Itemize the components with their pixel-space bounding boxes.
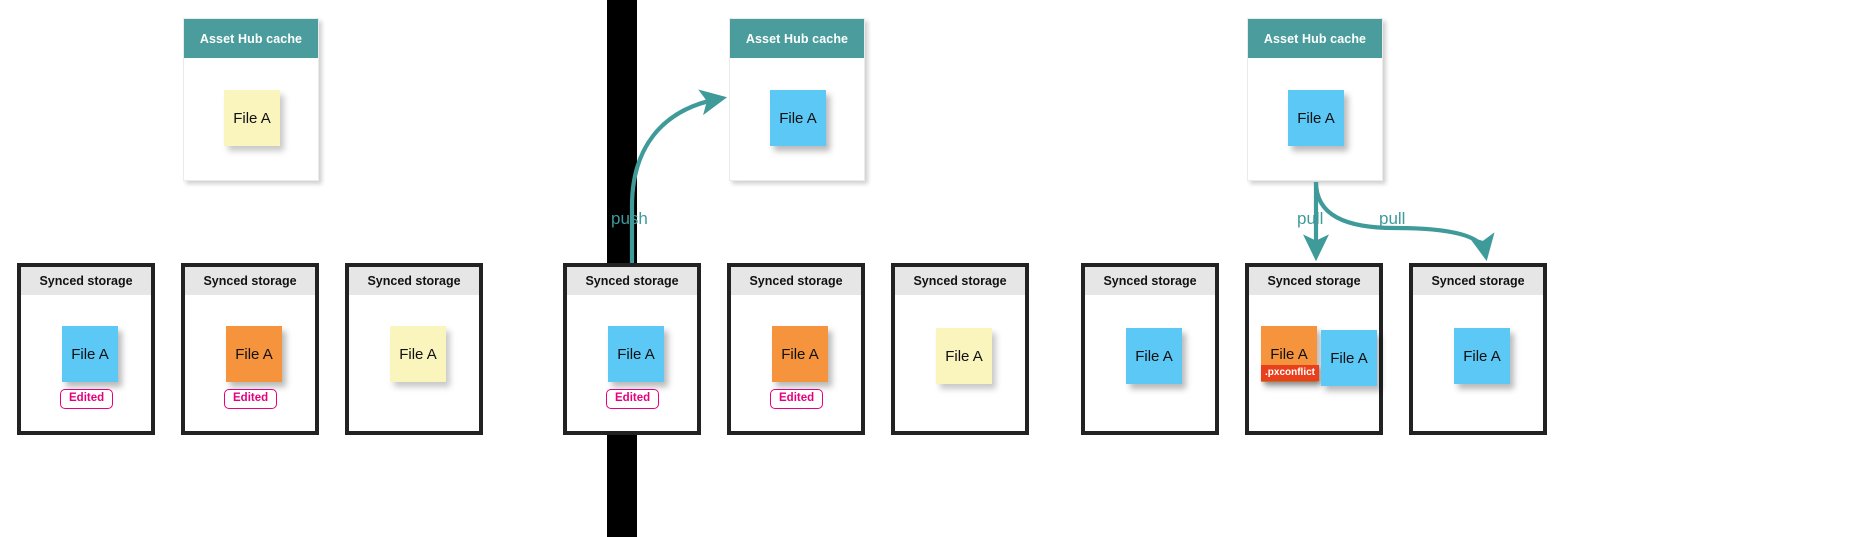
synced-storage-box-7: Synced storage File A — [1081, 263, 1219, 435]
status-badge-edited: Edited — [770, 389, 824, 409]
asset-hub-cache-body: File A — [184, 58, 318, 180]
synced-storage-box-8: Synced storage File A .pxconflict File A — [1245, 263, 1383, 435]
file-label: File A — [945, 347, 983, 365]
synced-storage-body: File A — [895, 295, 1025, 431]
asset-hub-cache-title: Asset Hub cache — [184, 19, 318, 58]
synced-storage-body: File A Edited — [731, 295, 861, 431]
file-label: File A — [781, 345, 819, 363]
file-label: File A — [399, 345, 437, 363]
synced-storage-title: Synced storage — [1249, 267, 1379, 295]
synced-storage-title: Synced storage — [349, 267, 479, 295]
asset-hub-cache-box-1: Asset Hub cache File A — [183, 18, 319, 181]
file-sticky-note: File A — [1454, 328, 1510, 384]
file-sticky-note: File A — [608, 326, 664, 382]
file-sticky-note: File A — [390, 326, 446, 382]
synced-storage-body: File A — [1085, 295, 1215, 431]
file-label: File A — [1270, 345, 1308, 363]
file-sticky-note: File A — [226, 326, 282, 382]
synced-storage-box-9: Synced storage File A — [1409, 263, 1547, 435]
file-sticky-note: File A — [772, 326, 828, 382]
status-badge-edited: Edited — [606, 389, 660, 409]
synced-storage-box-1: Synced storage File A Edited — [17, 263, 155, 435]
synced-storage-title: Synced storage — [731, 267, 861, 295]
synced-storage-box-2: Synced storage File A Edited — [181, 263, 319, 435]
file-sticky-note: File A — [62, 326, 118, 382]
pull-arrow-label-right: pull — [1379, 209, 1406, 228]
file-sticky-note: File A — [1321, 330, 1377, 386]
synced-storage-title: Synced storage — [21, 267, 151, 295]
file-label: File A — [1330, 349, 1368, 367]
synced-storage-body: File A .pxconflict File A — [1249, 295, 1379, 431]
asset-hub-cache-title: Asset Hub cache — [1248, 19, 1382, 58]
synced-storage-title: Synced storage — [1413, 267, 1543, 295]
status-badge-edited: Edited — [60, 389, 114, 409]
synced-storage-title: Synced storage — [895, 267, 1025, 295]
file-label: File A — [1135, 347, 1173, 365]
file-sticky-note: File A — [770, 90, 826, 146]
synced-storage-body: File A Edited — [185, 295, 315, 431]
status-badge-pxconflict: .pxconflict — [1261, 365, 1320, 381]
asset-hub-cache-box-2: Asset Hub cache File A — [729, 18, 865, 181]
synced-storage-body: File A Edited — [567, 295, 697, 431]
synced-storage-box-5: Synced storage File A Edited — [727, 263, 865, 435]
synced-storage-box-6: Synced storage File A — [891, 263, 1029, 435]
file-sticky-note: File A — [1126, 328, 1182, 384]
push-arrow-label: push — [611, 209, 648, 228]
file-sticky-note: File A — [1288, 90, 1344, 146]
synced-storage-title: Synced storage — [567, 267, 697, 295]
pull-arrow-label-center: pull — [1297, 209, 1324, 228]
asset-hub-cache-box-3: Asset Hub cache File A — [1247, 18, 1383, 181]
synced-storage-body: File A Edited — [21, 295, 151, 431]
synced-storage-box-3: Synced storage File A — [345, 263, 483, 435]
file-label: File A — [617, 345, 655, 363]
file-label: File A — [233, 109, 271, 127]
synced-storage-body: File A — [349, 295, 479, 431]
synced-storage-title: Synced storage — [185, 267, 315, 295]
asset-hub-cache-body: File A — [730, 58, 864, 180]
file-label: File A — [235, 345, 273, 363]
file-sticky-note: File A — [936, 328, 992, 384]
file-label: File A — [779, 109, 817, 127]
push-arrow — [629, 89, 728, 263]
status-badge-edited: Edited — [224, 389, 278, 409]
asset-hub-cache-title: Asset Hub cache — [730, 19, 864, 58]
synced-storage-body: File A — [1413, 295, 1543, 431]
asset-hub-cache-body: File A — [1248, 58, 1382, 180]
file-label: File A — [1463, 347, 1501, 365]
synced-storage-title: Synced storage — [1085, 267, 1215, 295]
synced-storage-box-4: Synced storage File A Edited — [563, 263, 701, 435]
file-label: File A — [1297, 109, 1335, 127]
file-sticky-note: File A — [224, 90, 280, 146]
file-label: File A — [71, 345, 109, 363]
